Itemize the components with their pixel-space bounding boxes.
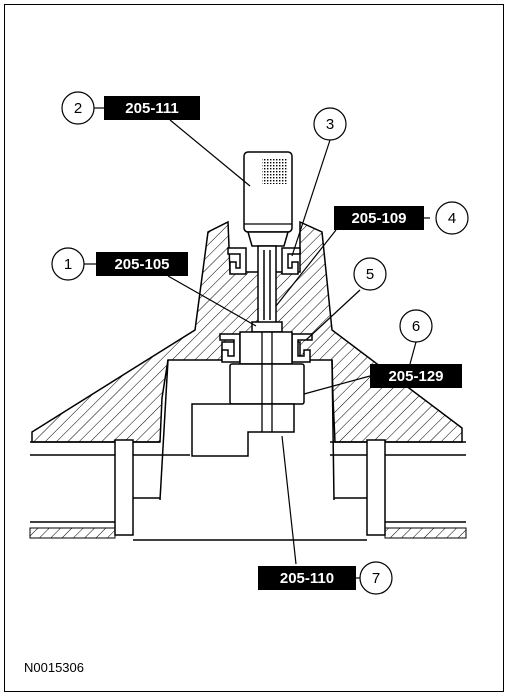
callout-circle-3 <box>313 107 347 141</box>
lower-structure <box>30 359 466 541</box>
tool-tag-text-6: 205-129 <box>388 368 443 385</box>
tool-tag-text-7: 205-110 <box>280 570 334 587</box>
lower-clip-left <box>219 333 241 363</box>
callout-circle-2 <box>61 91 95 125</box>
tool-tag-2 <box>104 96 200 120</box>
center-bushing <box>239 331 293 365</box>
tool-tag-text-1: 205-105 <box>114 256 169 273</box>
center-rod <box>261 332 273 432</box>
callout-number-5: 5 <box>366 266 374 283</box>
tool-tag-text-4: 205-109 <box>351 210 406 227</box>
tool-tag-7 <box>258 566 356 590</box>
callout-number-2: 2 <box>74 100 82 117</box>
diagram-frame <box>4 4 504 692</box>
shaft-tool <box>251 245 283 333</box>
figure-id: N0015306 <box>24 660 84 675</box>
callout-circle-4 <box>435 201 469 235</box>
base-tool <box>191 403 295 457</box>
upper-clip-left <box>227 247 247 275</box>
callout-number-4: 4 <box>448 210 456 227</box>
lower-plate-left <box>29 527 116 539</box>
callout-number-3: 3 <box>326 116 334 133</box>
adapter-tool <box>229 363 305 405</box>
callout-number-6: 6 <box>412 318 420 335</box>
tool-tag-4 <box>334 206 424 230</box>
tool-tag-text-2: 205-111 <box>125 100 178 117</box>
leader-lines <box>84 107 430 579</box>
callout-number-1: 1 <box>64 256 72 273</box>
upper-clip-right <box>281 247 301 275</box>
tool-tag-1 <box>96 252 188 276</box>
callout-circle-7 <box>359 561 393 595</box>
callout-circle-6 <box>399 309 433 343</box>
callout-circle-1 <box>51 247 85 281</box>
handle-tool <box>243 151 293 247</box>
callout-number-7: 7 <box>372 570 380 587</box>
lower-plate-right <box>384 527 467 539</box>
tool-tag-6 <box>370 364 462 388</box>
callout-circle-5 <box>353 257 387 291</box>
